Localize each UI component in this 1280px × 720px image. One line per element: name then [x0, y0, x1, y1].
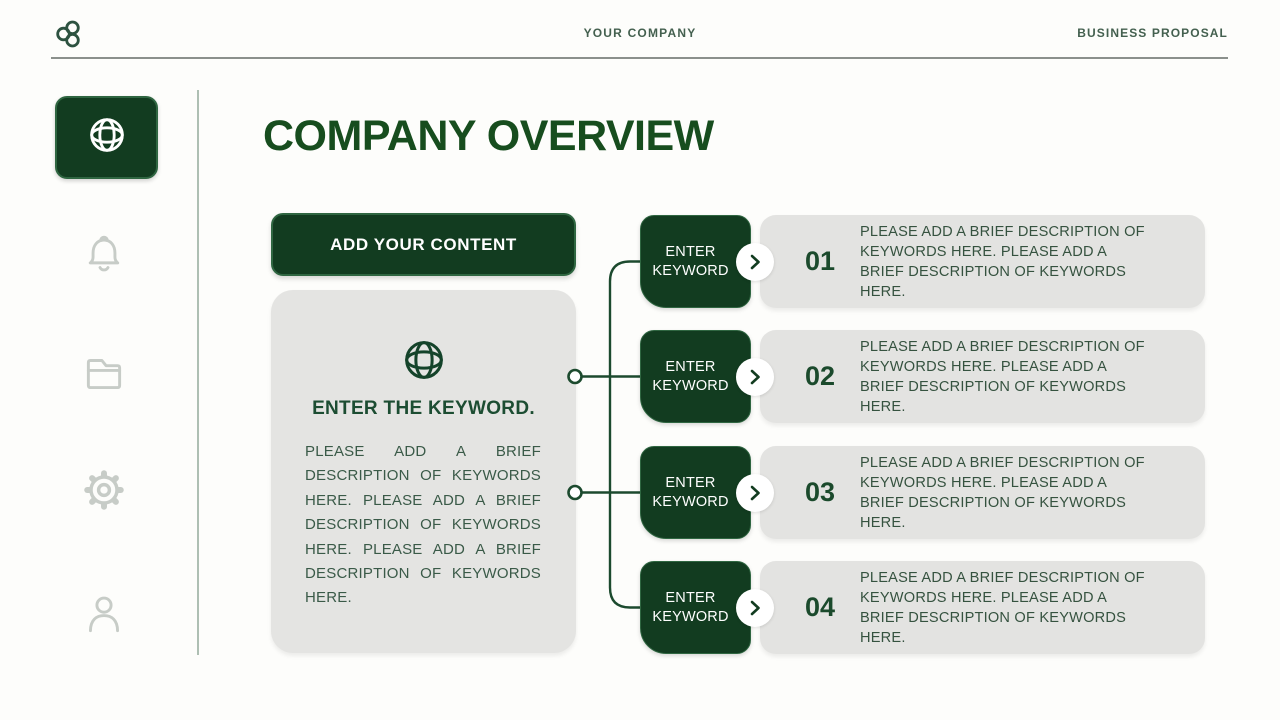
chevron-right-icon[interactable]: [736, 473, 774, 512]
sidebar-item-settings[interactable]: [78, 466, 130, 518]
sidebar-item-files[interactable]: [78, 349, 130, 401]
description-card: [760, 561, 1205, 654]
sidebar-item-notifications[interactable]: [78, 229, 130, 281]
row-description: PLEASE ADD A BRIEF DESCRIPTION OF KEYWOR…: [860, 338, 1145, 415]
enter-keyword-button[interactable]: ENTER KEYWORD: [640, 561, 751, 654]
globe-icon: [398, 334, 450, 386]
user-icon: [79, 589, 129, 644]
row-number: 01: [804, 246, 836, 276]
chevron-right-icon[interactable]: [736, 588, 774, 627]
gear-icon: [78, 464, 130, 521]
chevron-right-icon[interactable]: [736, 242, 774, 281]
chevron-right-icon[interactable]: [736, 357, 774, 396]
keyword-card-heading: ENTER THE KEYWORD.: [312, 398, 535, 419]
row-number: 04: [804, 592, 836, 622]
add-content-button[interactable]: ADD YOUR CONTENT: [271, 213, 576, 276]
globe-icon: [84, 112, 130, 163]
header-company-name: YOUR COMPANY: [583, 26, 697, 40]
sidebar-item-globe-active[interactable]: [55, 96, 158, 179]
keyword-row: ENTER KEYWORD 01 PLEASE ADD A BRIEF DESC…: [640, 215, 1205, 308]
row-number: 03: [804, 477, 836, 507]
keyword-card-body: PLEASE ADD A BRIEF DESCRIPTION OF KEYWOR…: [305, 443, 541, 607]
header-doc-type: BUSINESS PROPOSAL: [1077, 26, 1228, 40]
description-card: [760, 330, 1205, 423]
row-description: PLEASE ADD A BRIEF DESCRIPTION OF KEYWOR…: [860, 454, 1145, 531]
keyword-row: ENTER KEYWORD 04 PLEASE ADD A BRIEF DESC…: [640, 561, 1205, 654]
row-description: PLEASE ADD A BRIEF DESCRIPTION OF KEYWOR…: [860, 223, 1145, 300]
row-description: PLEASE ADD A BRIEF DESCRIPTION OF KEYWOR…: [860, 569, 1145, 646]
header-divider: [51, 57, 1228, 59]
enter-keyword-button[interactable]: ENTER KEYWORD: [640, 215, 751, 308]
connector-lines: [567, 260, 642, 609]
page-title: COMPANY OVERVIEW: [263, 112, 714, 160]
sidebar-item-profile[interactable]: [78, 590, 130, 642]
description-card: [760, 446, 1205, 539]
row-number: 02: [804, 361, 836, 391]
bell-icon: [79, 228, 129, 283]
description-card: [760, 215, 1205, 308]
folder-icon: [79, 348, 129, 403]
enter-keyword-button[interactable]: ENTER KEYWORD: [640, 330, 751, 423]
keyword-row: ENTER KEYWORD 03 PLEASE ADD A BRIEF DESC…: [640, 446, 1205, 539]
keyword-row: ENTER KEYWORD 02 PLEASE ADD A BRIEF DESC…: [640, 330, 1205, 423]
three-circles-logo: [54, 17, 84, 51]
keyword-summary-card: ENTER THE KEYWORD. PLEASE ADD A BRIEF DE…: [271, 290, 576, 653]
sidebar-divider: [197, 90, 199, 655]
enter-keyword-button[interactable]: ENTER KEYWORD: [640, 446, 751, 539]
